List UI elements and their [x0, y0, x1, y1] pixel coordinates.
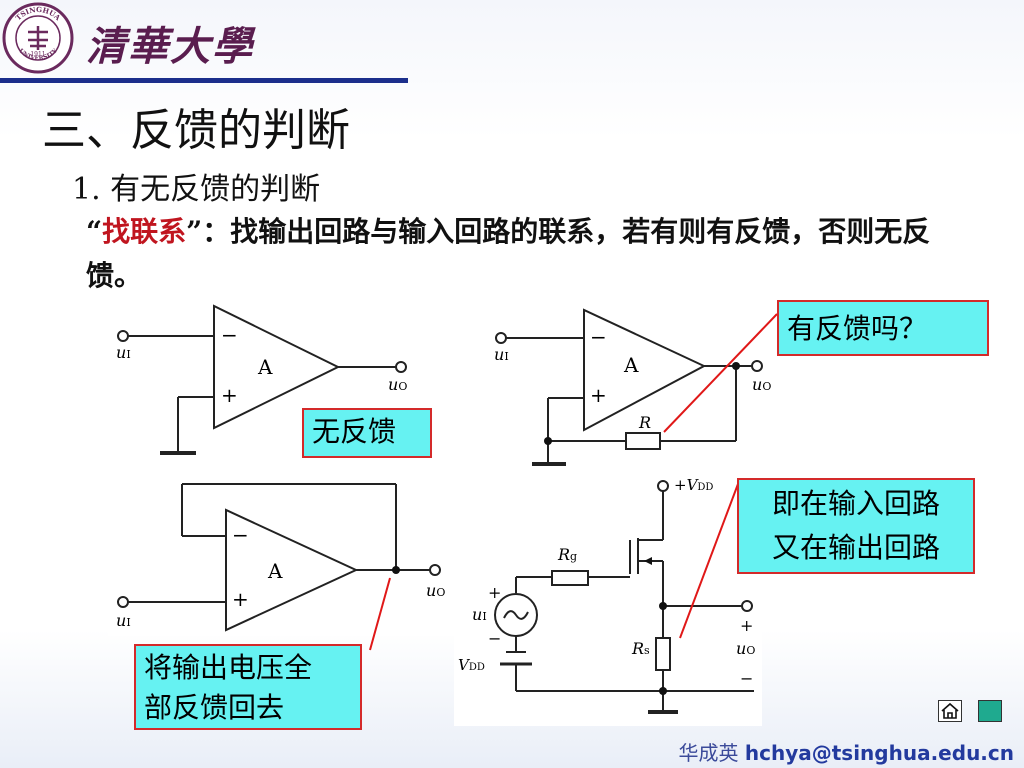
footer-email[interactable]: hchya@tsinghua.edu.cn: [744, 741, 1014, 765]
uo-label: uO: [388, 375, 407, 394]
header-rule: [0, 78, 408, 83]
opamp-triangle: [225, 508, 359, 632]
opamp-label: A: [257, 355, 273, 379]
rs-label: Rs: [631, 639, 650, 658]
out-plus-label: +: [740, 616, 753, 635]
callout-line: 将输出电压全: [144, 651, 313, 684]
source-minus-label: −: [488, 629, 501, 648]
opamp-label: A: [623, 353, 639, 377]
pointer-line: [663, 313, 778, 433]
callout-no-feedback: 无反馈: [302, 408, 432, 458]
circuit-voltage-follower: − + A uI uO: [108, 478, 454, 636]
close-quote: ”: [186, 215, 203, 248]
logo-year: 1911: [30, 51, 45, 58]
pointer-line: [369, 577, 391, 651]
plus-label: +: [221, 383, 238, 407]
resistor-label: R: [638, 413, 651, 432]
out-minus-label: −: [740, 669, 753, 688]
opamp-label: A: [267, 559, 283, 583]
callout-line: 即在输入回路: [771, 487, 940, 520]
section-title: 三、反馈的判断: [42, 105, 350, 156]
sub-title: 1. 有无反馈的判断: [72, 172, 321, 207]
description-rest: ：找输出回路与输入回路的联系，若有则有反馈，否则无反馈。: [86, 215, 931, 292]
plus-label: +: [590, 383, 607, 407]
rg-label: Rg: [557, 545, 577, 564]
vdd-label: +VDD: [674, 476, 713, 494]
ui-label: uI: [116, 343, 131, 362]
minus-label: −: [221, 323, 238, 347]
gate-resistor: [551, 570, 589, 586]
callout-has-feedback-question: 有反馈吗？: [777, 300, 989, 356]
circuit-source-follower: +VDD Rg Rs + − uI VDD + uO −: [454, 474, 762, 726]
vdd-battery-label: VDD: [458, 656, 485, 674]
uo-label: uO: [426, 581, 445, 600]
university-seal-logo: TSINGHUA UNIVERSITY 1911: [2, 2, 74, 74]
home-icon: [941, 702, 959, 719]
callout-line: 又在输出回路: [771, 531, 940, 564]
circuit-resistor-feedback: − + A R uI uO: [486, 302, 778, 472]
highlight-keyword: 找联系: [102, 215, 187, 248]
ui-label: uI: [472, 605, 487, 624]
school-name-calligraphy: 清華大學: [86, 23, 254, 70]
next-slide-button[interactable]: [978, 700, 1002, 722]
callout-both-loops: 即在输入回路 又在输出回路: [737, 478, 975, 574]
open-quote: “: [86, 215, 103, 248]
opamp-triangle: [583, 308, 707, 432]
source-plus-label: +: [488, 583, 501, 602]
plus-label: +: [232, 587, 249, 611]
opamp-triangle: [213, 304, 341, 430]
ui-label: uI: [494, 345, 509, 364]
uo-label: uO: [752, 375, 771, 394]
pointer-line: [679, 483, 739, 639]
ui-label: uI: [116, 611, 131, 630]
minus-label: −: [590, 325, 607, 349]
minus-label: −: [232, 523, 249, 547]
footer-credit: 华成英 hchya@tsinghua.edu.cn: [679, 737, 1014, 766]
home-button[interactable]: [938, 700, 962, 722]
uo-label: uO: [736, 639, 755, 658]
callout-line: 部反馈回去: [144, 691, 285, 724]
footer-author: 华成英: [678, 741, 745, 765]
circuit-no-feedback: − + A uI uO: [108, 298, 416, 466]
description-text: “找联系”：找输出回路与输入回路的联系，若有则有反馈，否则无反馈。: [86, 210, 986, 298]
source-resistor: [655, 637, 671, 671]
callout-full-feedback: 将输出电压全 部反馈回去: [134, 644, 362, 730]
feedback-resistor: [625, 432, 661, 450]
